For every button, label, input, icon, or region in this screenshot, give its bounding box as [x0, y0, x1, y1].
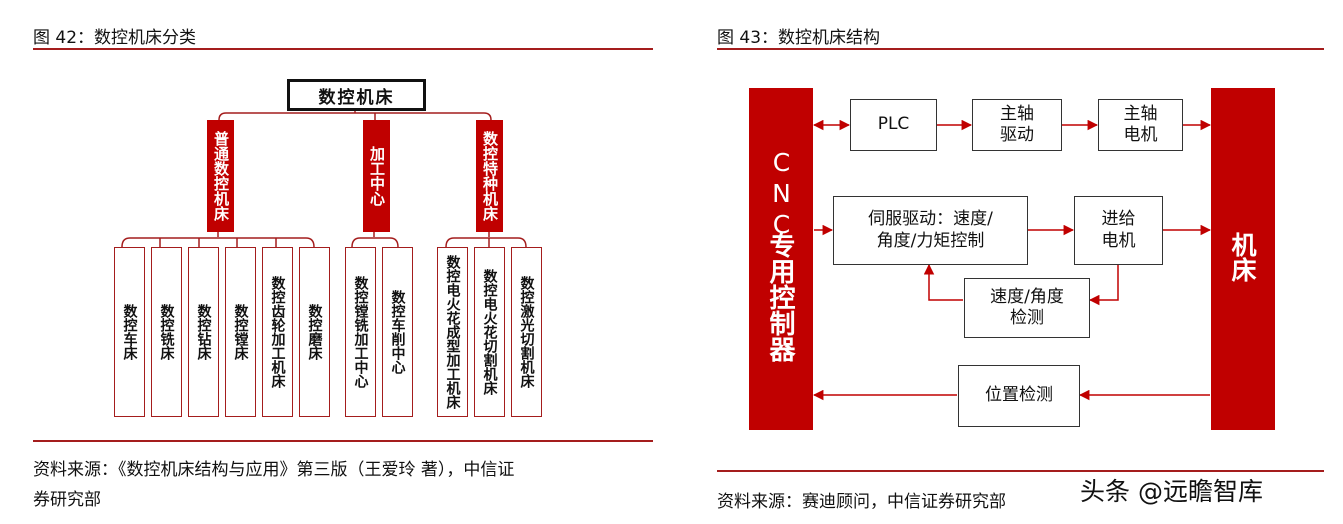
- fig42-leaf: 数控车削中心: [382, 247, 413, 417]
- fig42-caption: 图 42：数控机床分类: [33, 28, 197, 48]
- fig42-leaf-label: 数控磨床: [306, 304, 323, 360]
- servo-drive-box: 伺服驱动：速度/ 角度/力矩控制: [833, 196, 1028, 265]
- fig42-leaf: 数控磨床: [299, 247, 330, 417]
- fig42-root-label: 数控机床: [318, 87, 395, 108]
- cat1-branch: [121, 237, 315, 248]
- fig42-leaf: 数控电火花切割机床: [474, 247, 505, 417]
- fig42-leaf-label: 数控车床: [121, 304, 138, 360]
- feed-motor-box: 进给 电机: [1074, 196, 1163, 265]
- detect-label-1: 速度/角度: [990, 286, 1064, 307]
- servo-label-2: 角度/力矩控制: [876, 230, 985, 251]
- fig42-top-rule: [33, 48, 653, 50]
- fig42-category-2-label: 加工中心: [368, 146, 386, 206]
- fig42-source-line-2: 券研究部: [33, 490, 101, 510]
- fig43-source: 资料来源：赛迪顾问，中信证券研究部: [717, 492, 1006, 512]
- fig43-bottom-rule: [717, 470, 1324, 472]
- cat3-branch: [445, 237, 527, 248]
- fig42-category-2: 加工中心: [363, 120, 390, 232]
- plc-label: PLC: [877, 114, 910, 135]
- fig42-leaf-label: 数控电火花切割机床: [481, 269, 498, 395]
- fig42-leaf-label: 数控齿轮加工机床: [269, 276, 286, 388]
- speed-angle-detect-box: 速度/角度 检测: [964, 278, 1090, 338]
- fig42-leaf: 数控车床: [114, 247, 145, 417]
- fig42-leaf: 数控激光切割机床: [511, 247, 542, 417]
- spindle-drive-box: 主轴 驱动: [972, 99, 1062, 151]
- fig43-caption: 图 43：数控机床结构: [717, 28, 881, 48]
- cnc-controller-block: CNC 专用控制器: [749, 88, 813, 430]
- fig42-leaf-label: 数控铣床: [158, 304, 175, 360]
- spindle-drive-label-2: 驱动: [1000, 125, 1034, 145]
- position-detect-label: 位置检测: [985, 385, 1053, 406]
- feed-motor-label-1: 进给: [1101, 209, 1136, 230]
- spindle-motor-box: 主轴 电机: [1098, 99, 1183, 151]
- machine-block: 机床: [1211, 88, 1275, 430]
- spindle-motor-label-2: 电机: [1123, 125, 1158, 145]
- cnc-cjk-label: 专用控制器: [765, 232, 795, 362]
- detect-label-2: 检测: [1010, 308, 1044, 328]
- fig42-root-node: 数控机床: [287, 79, 426, 111]
- feed-motor-label-2: 电机: [1101, 230, 1136, 251]
- position-detect-box: 位置检测: [958, 365, 1080, 427]
- fig42-leaf-label: 数控钻床: [195, 304, 212, 360]
- fig42-leaf-label: 数控镗铣加工中心: [352, 276, 369, 388]
- fig42-leaf-label: 数控车削中心: [389, 290, 406, 374]
- fig42-category-3: 数控特种机床: [476, 120, 503, 232]
- fig42-source-line-1: 资料来源：《数控机床结构与应用》第三版（王爱玲 著），中信证: [33, 460, 515, 480]
- spindle-drive-label-1: 主轴: [1000, 103, 1034, 124]
- fig42-category-3-label: 数控特种机床: [481, 131, 499, 221]
- cnc-latin-label: CNC: [767, 148, 796, 241]
- feed-detect-arrow: [1088, 263, 1119, 306]
- spindle-motor-label-1: 主轴: [1123, 103, 1158, 124]
- fig42-category-1: 普通数控机床: [207, 120, 234, 232]
- cat2-branch: [351, 237, 399, 248]
- plc-box: PLC: [850, 99, 937, 151]
- fig42-bottom-rule: [33, 440, 653, 442]
- fig42-leaf: 数控镗铣加工中心: [345, 247, 376, 417]
- root-branch: [218, 112, 492, 121]
- fig42-category-1-label: 普通数控机床: [212, 131, 230, 221]
- servo-label-1: 伺服驱动：速度/: [868, 209, 993, 230]
- fig42-leaf: 数控齿轮加工机床: [262, 247, 293, 417]
- fig43-top-rule: [717, 48, 1324, 50]
- fig42-leaf-label: 数控电火花成型加工机床: [444, 255, 461, 409]
- fig42-leaf: 数控钻床: [188, 247, 219, 417]
- fig42-leaf-label: 数控激光切割机床: [518, 276, 535, 388]
- detect-servo-arrow: [923, 263, 963, 301]
- fig42-leaf-label: 数控镗床: [232, 304, 249, 360]
- fig42-leaf: 数控电火花成型加工机床: [437, 247, 468, 417]
- machine-label: 机床: [1228, 232, 1257, 282]
- fig42-leaf: 数控镗床: [225, 247, 256, 417]
- fig42-leaf: 数控铣床: [151, 247, 182, 417]
- watermark-text: 头条 @远瞻智库: [1080, 477, 1263, 506]
